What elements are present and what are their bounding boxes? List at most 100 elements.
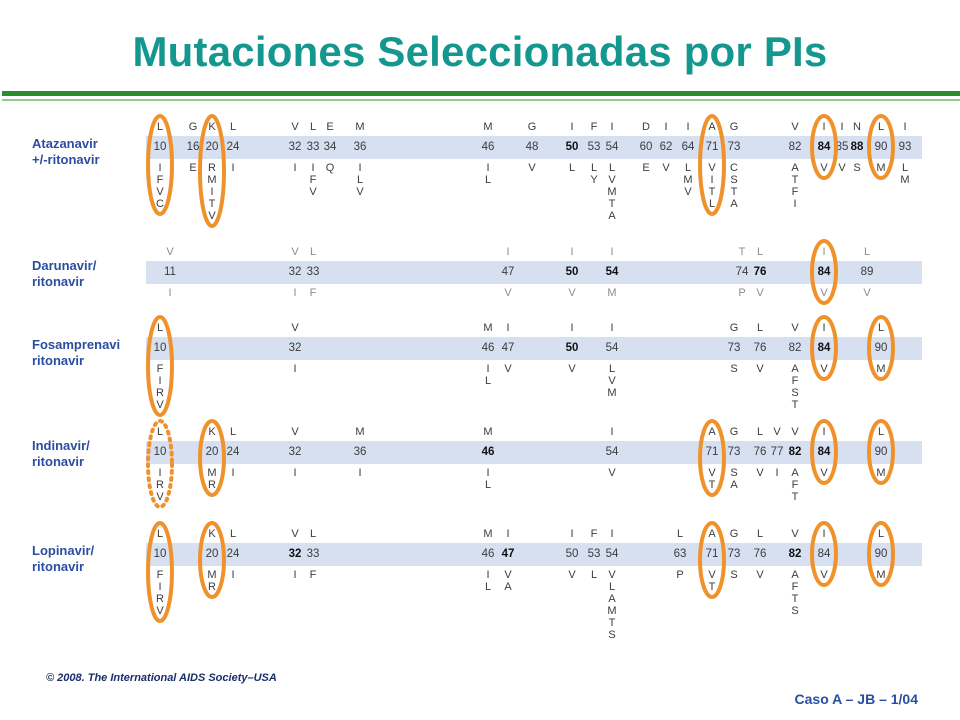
drug-label: Darunavir/ [32,258,97,273]
position-band [146,337,922,360]
codon-position: 82 [788,141,802,153]
mutant-residue: V [156,605,164,617]
mutant-residue: I [158,162,162,174]
codon-position: 88 [850,141,864,153]
mutant-residue: V [708,569,716,581]
mutant-residue: V [838,162,846,174]
mutant-residue: F [791,186,799,198]
codon-position: 33 [306,266,320,278]
mutant-residue: I [158,581,162,593]
mutant-residue: S [791,605,799,617]
mutant-residue: P [676,569,684,581]
mutant-residue: A [791,467,799,479]
mutant-residue: I [293,569,297,581]
codon-position: 90 [874,141,888,153]
drug-label: ritonavir [32,274,85,289]
mutant-residue: V [568,363,576,375]
wildtype-residue: V [773,426,781,438]
mutant-residue: V [528,162,536,174]
mutant-residue: M [607,605,617,617]
wildtype-residue: K [208,121,216,133]
wildtype-residue: V [791,528,799,540]
codon-position: 54 [605,446,619,458]
codon-position: 84 [817,266,831,278]
mutant-residue: F [791,375,799,387]
mutant-residue: V [608,375,616,387]
wildtype-residue: L [156,121,164,133]
mutant-residue: T [708,186,716,198]
highlight-ellipse [198,419,226,497]
wildtype-residue: F [590,121,598,133]
dashed-highlight-ellipse [146,419,174,509]
wildtype-residue: I [570,528,574,540]
mutant-residue: T [708,479,716,491]
mutant-residue: L [484,375,492,387]
mutant-residue: L [708,198,716,210]
mutant-residue: M [683,174,693,186]
codon-position: 34 [323,141,337,153]
highlight-ellipse [198,114,226,228]
codon-position: 46 [481,141,495,153]
highlight-ellipse [698,521,726,599]
position-band [146,543,922,566]
mutant-residue: F [791,581,799,593]
mutant-residue: V [756,363,764,375]
mutant-residue: I [231,569,235,581]
wildtype-residue: N [853,121,861,133]
mutant-residue: A [791,569,799,581]
mutant-residue: S [730,467,738,479]
mutant-residue: A [791,162,799,174]
mutant-residue: L [484,174,492,186]
mutant-residue: M [900,174,910,186]
mutant-residue: L [356,174,364,186]
mutant-residue: L [590,162,598,174]
wildtype-residue: M [483,322,493,334]
codon-position: 24 [226,141,240,153]
codon-position: 53 [587,548,601,560]
codon-position: 64 [681,141,695,153]
mutant-residue: V [756,569,764,581]
mutant-residue: R [156,593,164,605]
mutant-residue: M [207,174,217,186]
mutant-residue: V [756,287,764,299]
mutant-residue: T [708,581,716,593]
codon-position: 73 [727,548,741,560]
mutant-residue: T [208,198,216,210]
codon-position: 54 [605,141,619,153]
mutant-residue: Q [325,162,335,174]
mutant-residue: S [853,162,861,174]
highlight-ellipse [810,521,838,587]
wildtype-residue: G [729,322,739,334]
codon-position: 90 [874,548,888,560]
mutant-residue: V [608,467,616,479]
mutant-residue: M [876,467,886,479]
mutant-residue: V [568,569,576,581]
mutant-residue: I [210,186,214,198]
codon-position: 82 [788,342,802,354]
mutant-residue: V [208,210,216,222]
codon-position: 46 [481,446,495,458]
highlight-ellipse [198,521,226,599]
wildtype-residue: I [822,121,826,133]
codon-position: 50 [565,266,579,278]
position-band [146,261,922,284]
mutant-residue: F [156,569,164,581]
mutant-residue: A [608,210,616,222]
codon-position: 47 [501,548,515,560]
codon-position: 63 [673,548,687,560]
codon-position: 16 [186,141,200,153]
mutant-residue: S [791,387,799,399]
wildtype-residue: L [877,322,885,334]
title-rule [2,91,960,96]
mutant-residue: M [207,467,217,479]
codon-position: 10 [153,141,167,153]
wildtype-residue: V [791,121,799,133]
wildtype-residue: G [729,121,739,133]
mutant-residue: I [486,363,490,375]
mutant-residue: L [901,162,909,174]
codon-position: 71 [705,446,719,458]
wildtype-residue: I [570,322,574,334]
mutant-residue: V [608,569,616,581]
mutant-residue: T [791,174,799,186]
